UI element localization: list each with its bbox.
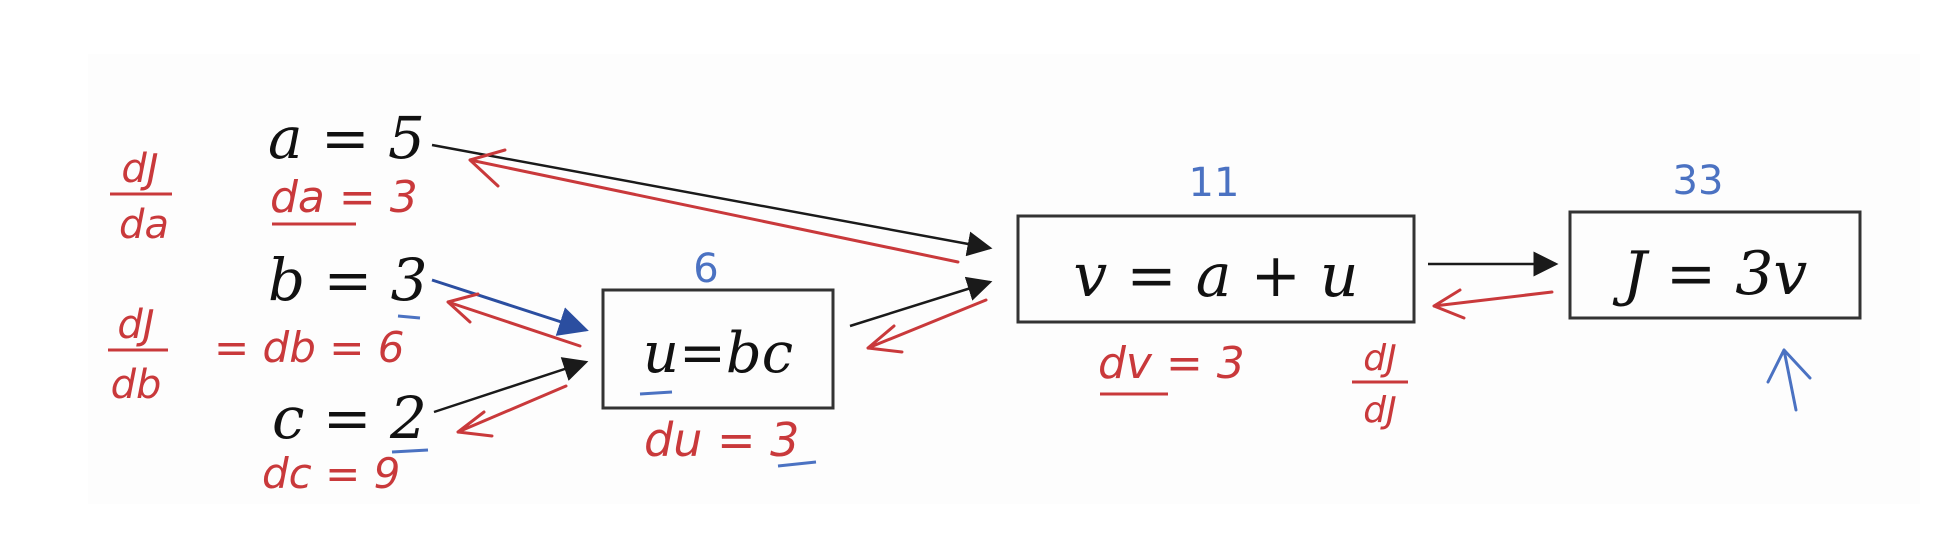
dJ-dJ-numerator: dJ [1363,338,1396,379]
edge-b-to-u [431,278,589,336]
dv-annotation: dv = 3 [1098,338,1245,389]
node-J-value: 33 [1673,158,1724,204]
da-annotation: da = 3 [270,172,418,223]
dJ-dJ-denominator: dJ [1363,390,1396,431]
node-v-label: v = a + u [1073,241,1358,311]
db-annotation: = db = 6 [214,323,404,372]
edge-a-to-v [431,143,993,257]
node-u-value: 6 [693,246,718,292]
backprop-v-to-u [866,298,988,354]
backprop-v-to-a [468,148,960,264]
edge-u-to-v [849,276,993,328]
input-b: b = 3 [268,246,428,314]
node-v-box [1016,214,1416,324]
slide-background [88,54,1920,504]
dJ-db-numerator: dJ [117,302,154,348]
backprop-u-to-b [446,292,582,348]
node-v-value: 11 [1189,160,1240,206]
underline-du-value [777,460,817,468]
node-u-box [601,288,835,410]
edge-c-to-u [433,357,589,414]
backprop-J-to-v [1432,288,1554,320]
du-annotation: du = 3 [644,413,799,467]
backprop-u-to-c [456,384,568,438]
underline-c-value [391,448,429,454]
node-u-label: u=bc [643,321,793,386]
dJ-da-denominator: da [119,202,169,248]
node-J-label: J = 3v [1612,239,1808,309]
dJ-db-denominator: db [111,362,162,408]
dJ-da-numerator: dJ [121,146,158,192]
underline-u [639,390,673,396]
pointer-arrow-icon [1766,348,1812,412]
input-c: c = 2 [272,384,427,452]
underline-b-value [397,314,421,320]
node-J-box [1568,210,1862,320]
input-a: a = 5 [268,104,425,172]
dc-annotation: dc = 9 [262,449,400,498]
